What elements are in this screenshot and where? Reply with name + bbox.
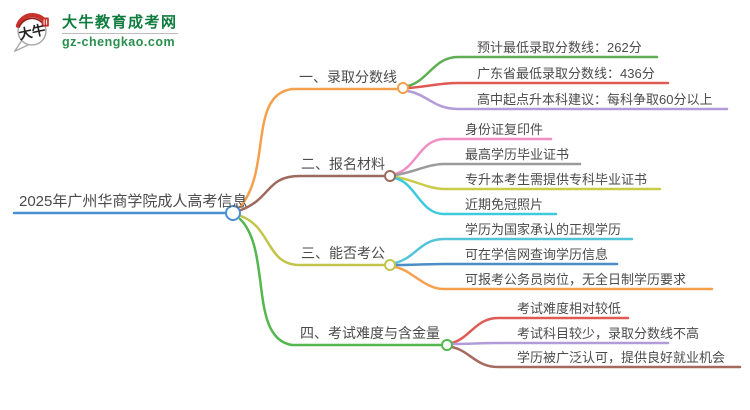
leaf-label-2-1[interactable]: 身份证复印件 (465, 122, 544, 137)
leaf-label-3-1[interactable]: 学历为国家承认的正规学历 (465, 222, 622, 237)
leaf-label-2-3[interactable]: 专升本考生需提供专科毕业证书 (465, 172, 648, 187)
leaf-line-1-2 (406, 81, 670, 90)
branch-line-4 (238, 217, 444, 347)
branch-label-4[interactable]: 四、考试难度与含金量 (300, 325, 440, 341)
dark-arc-icon (18, 17, 44, 28)
logo-domain: gz-chengkao.com (62, 32, 178, 49)
leaf-line-3-1 (393, 237, 634, 265)
leaf-line-2-2 (393, 162, 582, 177)
leaf-line-4-3 (450, 345, 742, 369)
leaf-label-2-2[interactable]: 最高学历毕业证书 (465, 147, 570, 162)
leaf-line-3-2 (393, 262, 619, 267)
leaf-label-4-1[interactable]: 考试难度相对较低 (517, 301, 622, 316)
branch-line-3 (239, 214, 387, 267)
leaf-label-3-2[interactable]: 可在学信网查询学历信息 (465, 247, 609, 262)
leaf-line-2-4 (393, 176, 558, 216)
branch-line-1 (238, 87, 400, 209)
leaf-line-2-1 (393, 137, 553, 176)
branch-label-1[interactable]: 一、录取分数线 (299, 69, 397, 85)
leaf-label-3-3[interactable]: 可报考公务员岗位，无全日制学历要求 (465, 272, 687, 287)
leaf-label-1-3[interactable]: 高中起点升本科建议：每科争取60分以上 (477, 92, 713, 107)
logo[interactable]: 大牛 大牛教育成考网 gz-chengkao.com (6, 4, 178, 58)
logo-text: 大牛教育成考网 gz-chengkao.com (62, 14, 178, 49)
branch-line-2 (239, 174, 387, 212)
daniu-speech-bubble-icon: 大牛 (13, 12, 49, 52)
branch-circle-3[interactable] (384, 259, 396, 271)
logo-bubble-text: 大牛 (17, 21, 47, 42)
leaf-line-2-3 (393, 175, 662, 191)
leaf-line-3-3 (393, 265, 714, 291)
leaf-label-4-3[interactable]: 学历被广泛认可，提供良好就业机会 (517, 350, 726, 365)
leaf-line-1-1 (406, 55, 659, 88)
leaf-line-4-1 (450, 316, 630, 345)
leaf-label-1-2[interactable]: 广东省最低录取分数线：436分 (477, 66, 655, 81)
leaf-label-1-1[interactable]: 预计最低录取分数线：262分 (477, 40, 642, 55)
branch-circle-1[interactable] (397, 82, 409, 94)
branch-circle-4[interactable] (441, 339, 453, 351)
branch-label-2[interactable]: 二、报名材料 (301, 156, 385, 172)
leaf-line-4-2 (450, 341, 670, 346)
leaf-label-2-4[interactable]: 近期免冠照片 (465, 197, 544, 212)
leaf-line-1-3 (406, 89, 729, 111)
root-topic-label[interactable]: 2025年广州华商学院成人高考信息 (19, 193, 248, 210)
logo-title: 大牛教育成考网 (62, 13, 178, 31)
root-node-circle[interactable] (225, 205, 241, 221)
leaf-label-4-2[interactable]: 考试科目较少，录取分数线不高 (517, 326, 700, 341)
branch-circle-2[interactable] (384, 170, 396, 182)
branch-label-3[interactable]: 三、能否考公 (301, 245, 385, 261)
